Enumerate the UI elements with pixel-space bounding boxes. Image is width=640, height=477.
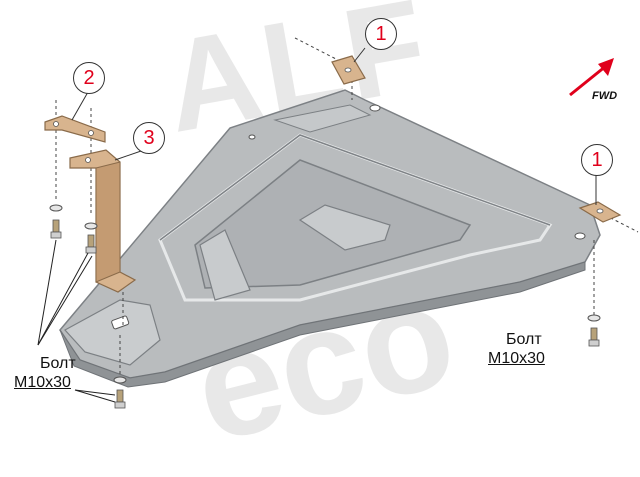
exploded-view xyxy=(37,37,639,409)
bracket-2 xyxy=(44,115,106,143)
bolt-label-left-line2: M10x30 xyxy=(14,374,71,391)
bolt-label-left-line1: Болт xyxy=(40,355,76,372)
bolt-label-right-line2: M10x30 xyxy=(488,350,545,367)
callout-1-top: 1 xyxy=(365,18,397,50)
fwd-arrow-icon xyxy=(569,58,614,97)
bolt-label-left: Болт M10x30 xyxy=(14,354,76,392)
fasteners xyxy=(49,204,601,409)
skid-plate xyxy=(59,89,601,388)
callout-3: 3 xyxy=(133,122,165,154)
bolt-label-right-line1: Болт xyxy=(506,331,542,348)
diagram-canvas: ALF eco xyxy=(14,0,639,474)
bracket-1-top xyxy=(331,55,366,85)
callout-leaders xyxy=(71,47,597,205)
leader-lines xyxy=(37,239,116,403)
bolt-label-right: Болт M10x30 xyxy=(488,330,545,368)
fwd-label: FWD xyxy=(592,90,618,102)
callout-1-right: 1 xyxy=(581,144,613,176)
bracket-3 xyxy=(69,149,137,293)
bracket-1-right xyxy=(578,201,622,223)
callout-2: 2 xyxy=(73,62,105,94)
